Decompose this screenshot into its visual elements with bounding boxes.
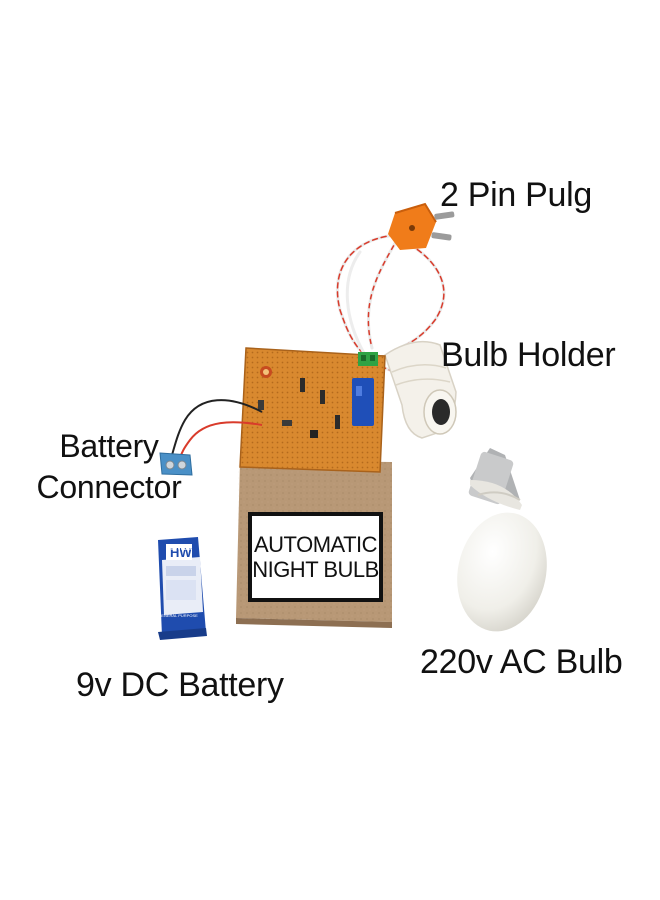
bulb-holder (384, 340, 457, 439)
battery-logo: HW (170, 545, 192, 560)
label-ac-bulb: 220v AC Bulb (420, 643, 623, 681)
two-pin-plug (388, 202, 455, 250)
label-battery-connector-line2: Connector (36, 468, 182, 505)
battery-brand-text: Hi-Watt (167, 545, 193, 552)
label-battery-connector-line1: Battery (59, 428, 159, 464)
nine-volt-battery: HW (158, 537, 207, 640)
label-battery-connector: Battery Connector (24, 426, 194, 508)
label-bulb-holder: Bulb Holder (441, 336, 616, 374)
relay (352, 378, 374, 426)
sign-line1: AUTOMATIC (253, 531, 378, 557)
battery-connector-wires (171, 399, 263, 459)
project-sign: AUTOMATIC NIGHT BULB (248, 512, 383, 602)
pcb-board (239, 347, 386, 473)
sign-line2: NIGHT BULB (252, 557, 379, 582)
label-nine-volt-battery: 9v DC Battery (76, 666, 284, 704)
led-bulb (457, 448, 547, 632)
battery-purpose-text: GENERAL PURPOSE (158, 613, 198, 618)
battery-snap (159, 452, 193, 476)
label-two-pin-plug: 2 Pin Pulg (440, 176, 592, 214)
